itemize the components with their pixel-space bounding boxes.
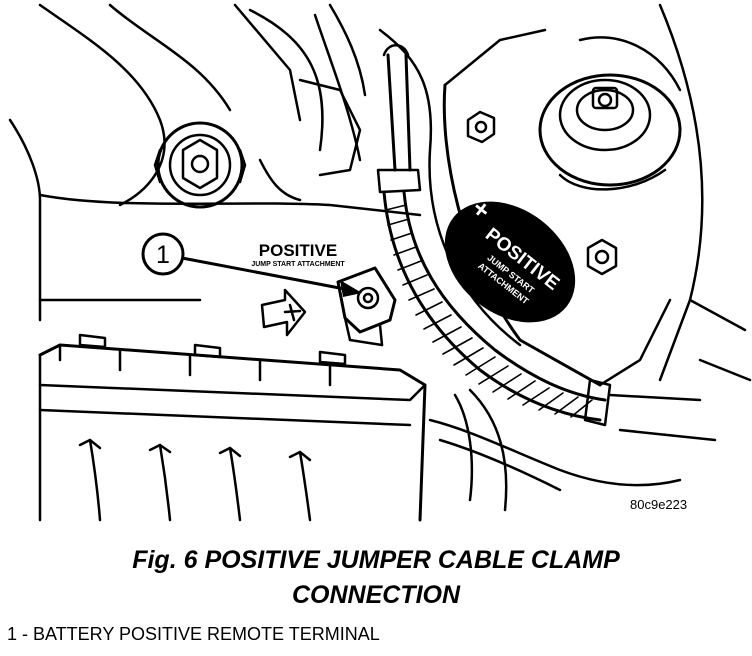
jump-start-symbol bbox=[260, 288, 307, 337]
battery-box bbox=[38, 333, 427, 522]
strut-nut-upper bbox=[466, 110, 496, 144]
engine-bay-illustration: 1 POSITIVE JUMP START ATTACHMENT + POSIT… bbox=[8, 3, 752, 522]
upper-bay-structure bbox=[8, 3, 422, 322]
wiring-harness bbox=[428, 298, 752, 512]
positive-decal: + POSITIVE JUMP START ATTACHMENT bbox=[444, 193, 576, 323]
callout-arrowhead bbox=[340, 280, 362, 297]
label-positive: POSITIVE bbox=[259, 241, 337, 260]
strut-nut-lower bbox=[586, 238, 618, 276]
callout-leader bbox=[181, 256, 351, 292]
label-jump-start: JUMP START ATTACHMENT bbox=[251, 261, 345, 268]
callout-circle bbox=[141, 232, 185, 276]
figure-caption-line1: Fig. 6 POSITIVE JUMPER CABLE CLAMP bbox=[132, 546, 620, 574]
callout-number: 1 bbox=[156, 241, 170, 269]
strut-tower bbox=[378, 3, 704, 387]
positive-cable bbox=[376, 44, 612, 427]
figure-caption-line2: CONNECTION bbox=[291, 581, 461, 609]
remote-terminal bbox=[336, 266, 397, 347]
legend-item-1: 1 - BATTERY POSITIVE REMOTE TERMINAL bbox=[7, 624, 380, 644]
oil-cap bbox=[153, 121, 247, 209]
image-code: 80c9e223 bbox=[630, 497, 688, 512]
